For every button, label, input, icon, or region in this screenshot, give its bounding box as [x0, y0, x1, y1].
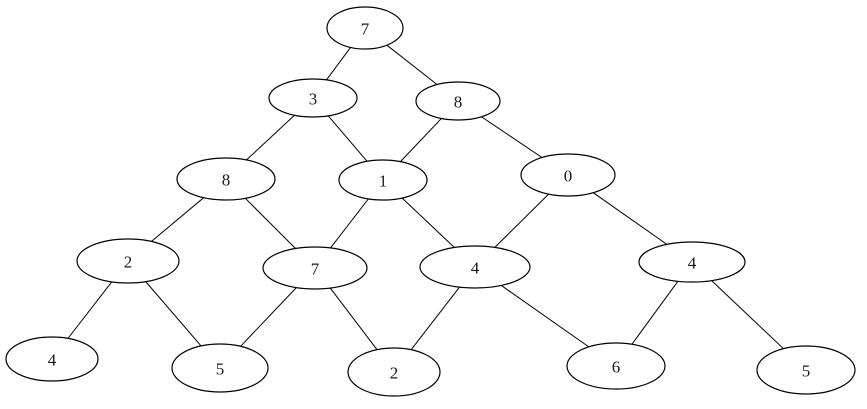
- graph-node[interactable]: 4: [638, 241, 746, 283]
- graph-edge: [410, 286, 460, 351]
- node-ellipse[interactable]: [326, 6, 404, 50]
- graph-node[interactable]: 8: [176, 157, 276, 201]
- graph-edge: [151, 197, 204, 242]
- graph-edge: [631, 280, 679, 345]
- node-ellipse[interactable]: [171, 343, 269, 393]
- graph-node[interactable]: 8: [415, 81, 501, 121]
- graph-edge: [481, 116, 543, 158]
- node-layer: 7 3 8 8 1 0 2 7 4 4 4 5 2 6 5: [5, 6, 856, 397]
- node-ellipse[interactable]: [419, 245, 531, 289]
- node-ellipse[interactable]: [415, 81, 501, 121]
- graph-edge: [401, 197, 455, 248]
- graph-edge: [711, 280, 784, 350]
- graph-node[interactable]: 3: [268, 78, 358, 118]
- node-ellipse[interactable]: [5, 336, 99, 382]
- edge-layer: [67, 44, 784, 351]
- graph-node[interactable]: 4: [419, 245, 531, 289]
- graph-edge: [386, 44, 438, 85]
- node-ellipse[interactable]: [338, 159, 428, 201]
- graph-node[interactable]: 5: [756, 345, 856, 395]
- graph-node[interactable]: 2: [76, 238, 180, 284]
- node-ellipse[interactable]: [268, 78, 358, 118]
- graph-node[interactable]: 1: [338, 159, 428, 201]
- node-ellipse[interactable]: [262, 246, 368, 290]
- graph-node[interactable]: 6: [566, 342, 666, 390]
- node-ellipse[interactable]: [76, 238, 180, 284]
- graph-node[interactable]: 2: [347, 347, 441, 397]
- graph-edge: [400, 118, 442, 162]
- node-ellipse[interactable]: [176, 157, 276, 201]
- graph-edge: [329, 287, 378, 350]
- node-ellipse[interactable]: [520, 153, 616, 197]
- graph-edge: [240, 287, 297, 347]
- node-ellipse[interactable]: [756, 345, 856, 395]
- graph-node[interactable]: 5: [171, 343, 269, 393]
- graph-edge: [326, 47, 351, 81]
- node-ellipse[interactable]: [566, 342, 666, 390]
- graph-node[interactable]: 7: [326, 6, 404, 50]
- graph-edge: [500, 285, 590, 348]
- graph-node[interactable]: 0: [520, 153, 616, 197]
- graph-edge: [327, 115, 368, 162]
- graph-edge: [145, 281, 202, 347]
- graph-edge: [330, 198, 369, 249]
- graph-edge: [244, 197, 296, 249]
- graph-edge: [246, 114, 295, 161]
- graph-node[interactable]: 7: [262, 246, 368, 290]
- node-ellipse[interactable]: [347, 347, 441, 397]
- graph-edge: [494, 193, 550, 248]
- graph-node[interactable]: 4: [5, 336, 99, 382]
- graph-edge: [67, 281, 113, 339]
- graph-edge: [592, 192, 668, 245]
- node-ellipse[interactable]: [638, 241, 746, 283]
